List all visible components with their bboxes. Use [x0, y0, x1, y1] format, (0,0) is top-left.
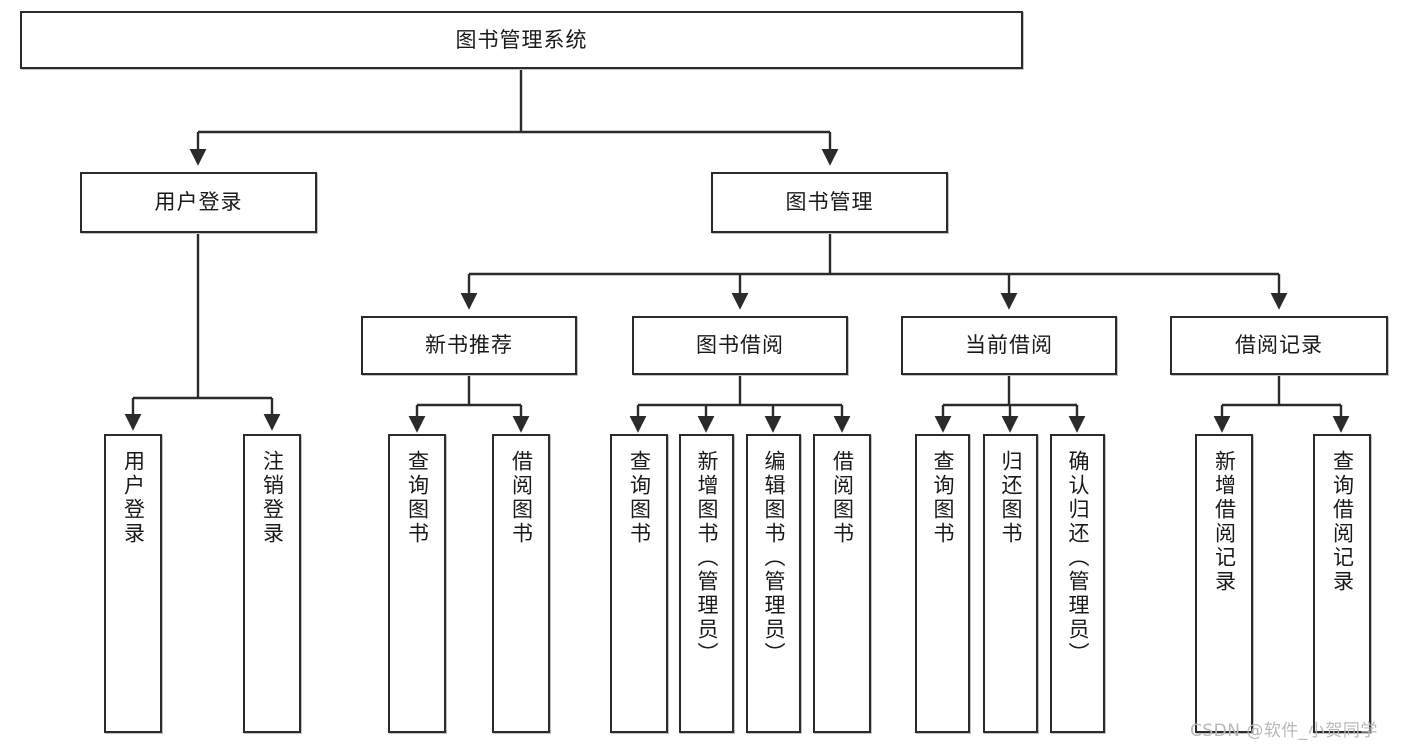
node-book-management[interactable]: 图书管理: [711, 172, 948, 233]
node-label: 注销登录: [260, 450, 285, 546]
csdn-watermark: CSDN @软件_小贺同学: [1190, 721, 1378, 741]
node-leaf-user-login[interactable]: 用户登录: [104, 434, 162, 733]
node-label: 当前借阅: [965, 333, 1053, 358]
node-label: 借阅记录: [1235, 333, 1323, 358]
node-label: 查询借阅记录: [1330, 450, 1355, 594]
node-label: 用户登录: [121, 450, 146, 546]
node-label: 图书借阅: [696, 333, 784, 358]
node-label: 借阅图书: [509, 450, 534, 546]
node-label: 确认归还（管理员）: [1066, 450, 1090, 666]
node-leaf-user-logout[interactable]: 注销登录: [243, 434, 301, 733]
node-leaf-query-book-recommend[interactable]: 查询图书: [388, 434, 446, 733]
node-label: 借阅图书: [830, 450, 855, 546]
node-user-login[interactable]: 用户登录: [80, 172, 317, 233]
node-current-borrow[interactable]: 当前借阅: [901, 316, 1117, 375]
node-leaf-borrow-book[interactable]: 借阅图书: [813, 434, 871, 733]
node-leaf-add-borrow-record[interactable]: 新增借阅记录: [1195, 434, 1253, 733]
node-leaf-query-borrow-record[interactable]: 查询借阅记录: [1313, 434, 1371, 733]
node-leaf-query-book-borrow[interactable]: 查询图书: [610, 434, 668, 733]
node-label: 归还图书: [999, 450, 1023, 546]
node-label: 图书管理系统: [455, 27, 588, 52]
node-leaf-return-book[interactable]: 归还图书: [983, 434, 1038, 733]
node-leaf-borrow-book-recommend[interactable]: 借阅图书: [492, 434, 550, 733]
node-label: 查询图书: [405, 450, 430, 546]
node-label: 编辑图书（管理员）: [762, 450, 786, 666]
node-leaf-edit-book-admin[interactable]: 编辑图书（管理员）: [746, 434, 801, 733]
node-leaf-confirm-return-admin[interactable]: 确认归还（管理员）: [1050, 434, 1105, 733]
node-label: 新增借阅记录: [1212, 450, 1237, 594]
node-borrow-record[interactable]: 借阅记录: [1170, 316, 1388, 375]
node-label: 新增图书（管理员）: [695, 450, 719, 666]
node-label: 查询图书: [931, 450, 955, 546]
node-label: 查询图书: [627, 450, 652, 546]
node-label: 用户登录: [154, 190, 243, 215]
node-leaf-query-book-current[interactable]: 查询图书: [915, 434, 970, 733]
node-label: 新书推荐: [425, 333, 513, 358]
node-root-book-management-system[interactable]: 图书管理系统: [20, 11, 1023, 69]
node-leaf-add-book-admin[interactable]: 新增图书（管理员）: [679, 434, 734, 733]
node-label: 图书管理: [785, 190, 874, 215]
node-new-book-recommend[interactable]: 新书推荐: [361, 316, 577, 375]
node-book-borrow[interactable]: 图书借阅: [632, 316, 848, 375]
